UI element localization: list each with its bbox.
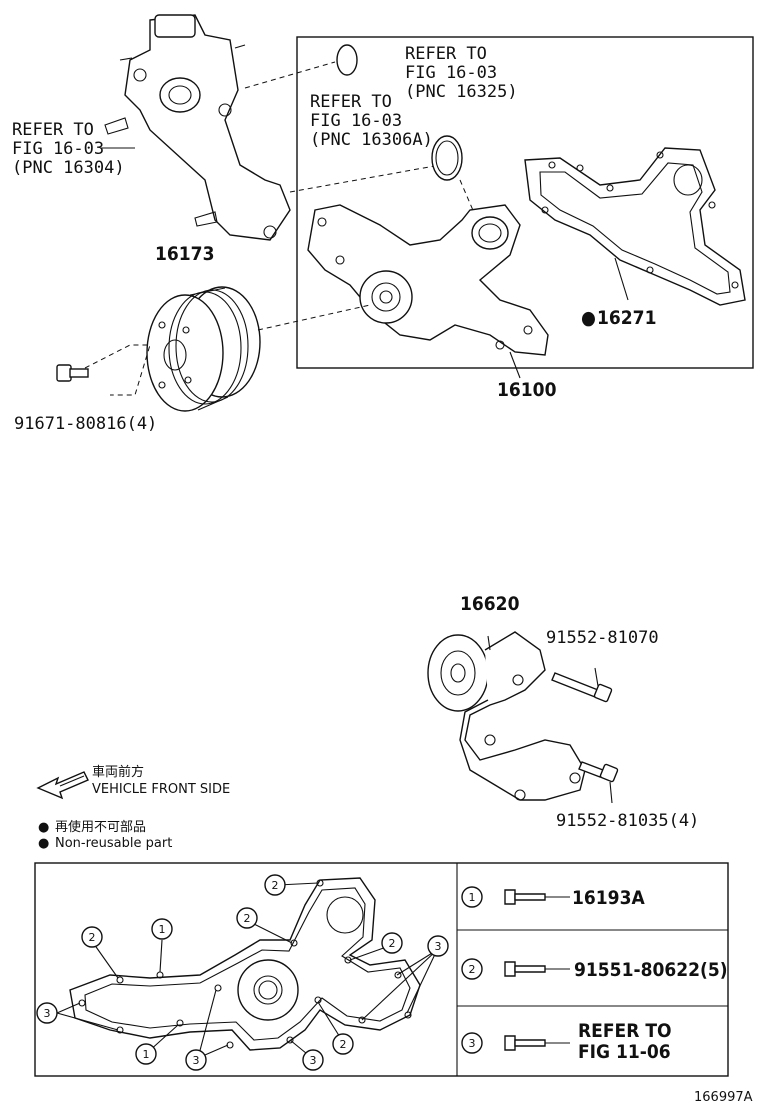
table-row: 2 91551-80622(5) xyxy=(461,958,728,981)
callout-number: 2 xyxy=(89,931,96,944)
table-row: 1 16193A xyxy=(461,886,645,909)
legend-nonreuse-en: Non-reusable part xyxy=(55,836,172,851)
part-label-16271: 16271 xyxy=(597,307,656,329)
callout-circle: 1 xyxy=(135,1043,157,1065)
part-label-16100: 16100 xyxy=(497,379,557,401)
ref-label-line: REFER TO xyxy=(310,92,392,112)
callout-number: 2 xyxy=(272,879,279,892)
ref-label-line: REFER TO xyxy=(12,120,94,140)
part-label-16620: 16620 xyxy=(460,593,520,615)
o-ring-small xyxy=(336,44,358,76)
bolt-reference-box xyxy=(34,862,729,1077)
part-label-91552-81070: 91552-81070 xyxy=(546,628,659,648)
callout-circle: 2 xyxy=(236,907,258,929)
figure-id: 166997A xyxy=(694,1090,753,1105)
ref-label-line: FIG 16-03 xyxy=(12,139,104,159)
ref-label-line: FIG 16-03 xyxy=(405,63,497,83)
row-reference-line: REFER TO xyxy=(578,1020,672,1042)
ref-label-line: (PNC 16306A) xyxy=(310,130,433,150)
callout-number: 2 xyxy=(340,1038,347,1051)
row-number: 1 xyxy=(469,891,476,904)
bolt-91671 xyxy=(56,364,89,382)
callout-circle: 2 xyxy=(332,1033,354,1055)
ref-label-line: FIG 16-03 xyxy=(310,111,402,131)
legend-front-en: VEHICLE FRONT SIDE xyxy=(92,782,230,797)
callout-number: 2 xyxy=(389,937,396,950)
callout-number: 3 xyxy=(44,1007,51,1020)
water-pump-body xyxy=(307,204,549,356)
legend-bullet-icon: ● xyxy=(38,820,49,835)
bolt-91552-81070 xyxy=(551,672,613,703)
callout-number: 3 xyxy=(193,1054,200,1067)
table-row: 3 REFER TO FIG 11-06 xyxy=(461,1020,672,1063)
part-label-91552-81035: 91552-81035(4) xyxy=(556,811,699,831)
o-ring-large xyxy=(431,135,463,181)
water-pump-gasket xyxy=(524,147,746,306)
callout-circle: 2 xyxy=(381,932,403,954)
callout-number: 1 xyxy=(143,1048,150,1061)
water-pump-group-box xyxy=(296,36,754,369)
callout-circle: 1 xyxy=(151,918,173,940)
callout-circle: 3 xyxy=(36,1002,58,1024)
bolt-location-view xyxy=(69,877,421,1051)
legend-bullet-icon: ● xyxy=(38,836,49,851)
ref-label-line: (PNC 16304) xyxy=(12,158,125,178)
front-arrow-icon xyxy=(36,771,89,800)
non-reusable-marker-icon: ● xyxy=(581,307,596,329)
belt-tensioner xyxy=(427,631,586,801)
callout-number: 3 xyxy=(435,940,442,953)
row-part-number: 16193A xyxy=(572,887,645,909)
row-part-number: 91551-80622(5) xyxy=(574,959,728,981)
callout-number: 2 xyxy=(244,912,251,925)
part-label-91671: 91671-80816(4) xyxy=(14,414,157,434)
callout-number: 1 xyxy=(159,923,166,936)
callout-circle: 3 xyxy=(185,1049,207,1071)
part-label-16173: 16173 xyxy=(155,243,214,265)
pulley xyxy=(146,286,261,412)
bolt-91552-81035 xyxy=(578,761,619,783)
legend-nonreuse-cn: 再使用不可部品 xyxy=(55,819,146,835)
ref-label-line: REFER TO xyxy=(405,44,487,64)
ref-label-line: (PNC 16325) xyxy=(405,82,518,102)
legend-front-cn: 車両前方 xyxy=(92,764,144,780)
row-number: 3 xyxy=(469,1037,476,1050)
callout-circle: 3 xyxy=(427,935,449,957)
callout-circle: 2 xyxy=(264,874,286,896)
row-number: 2 xyxy=(469,963,476,976)
row-reference-line: FIG 11-06 xyxy=(578,1041,671,1063)
callout-number: 3 xyxy=(310,1054,317,1067)
water-inlet-housing xyxy=(104,14,291,241)
callout-circle: 3 xyxy=(302,1049,324,1071)
callout-circle: 2 xyxy=(81,926,103,948)
